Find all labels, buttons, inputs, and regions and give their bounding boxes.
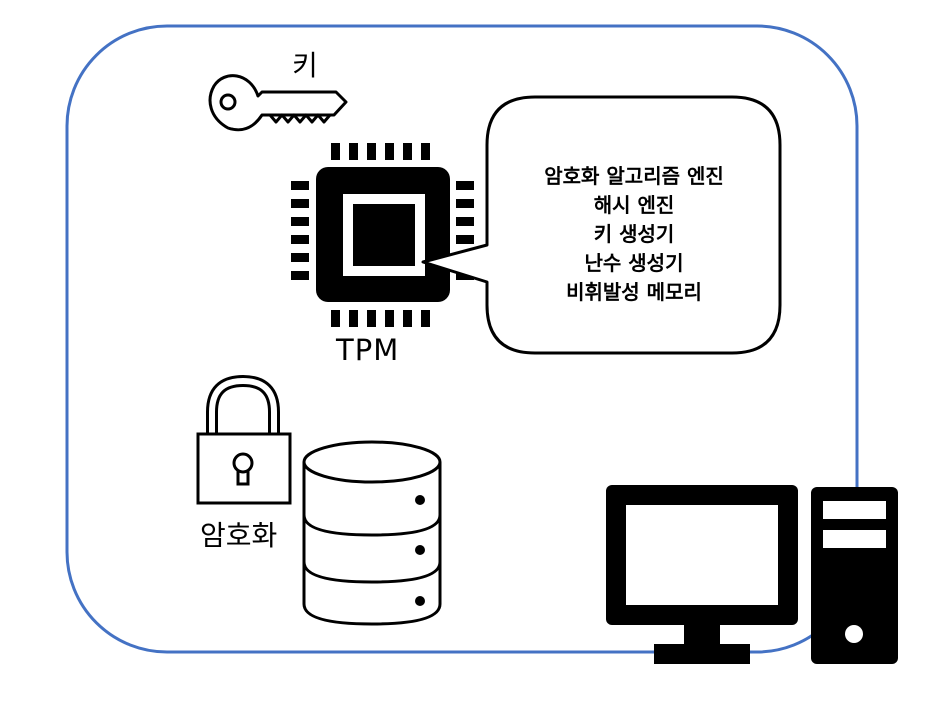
feature-item: 해시 엔진 — [593, 193, 675, 217]
tower-icon — [811, 487, 898, 664]
key-label: 키 — [292, 49, 318, 82]
feature-item: 비휘발성 메모리 — [566, 280, 702, 304]
tpm-label: TPM — [336, 333, 400, 367]
tpm-chip-icon — [291, 143, 474, 327]
database-icon — [302, 440, 442, 626]
key-icon — [208, 74, 348, 132]
computer-icon — [606, 485, 898, 664]
feature-item: 암호화 알고리즘 엔진 — [544, 164, 724, 188]
feature-item: 난수 생성기 — [584, 251, 684, 275]
feature-item: 키 생성기 — [593, 222, 675, 246]
system-boundary — [65, 24, 859, 654]
tpm-feature-list: 암호화 알고리즘 엔진 해시 엔진 키 생성기 난수 생성기 비휘발성 메모리 — [500, 162, 768, 307]
feature-callout — [421, 95, 782, 355]
padlock-icon — [196, 374, 292, 505]
encryption-label: 암호화 — [200, 519, 278, 552]
monitor-icon — [606, 485, 798, 664]
